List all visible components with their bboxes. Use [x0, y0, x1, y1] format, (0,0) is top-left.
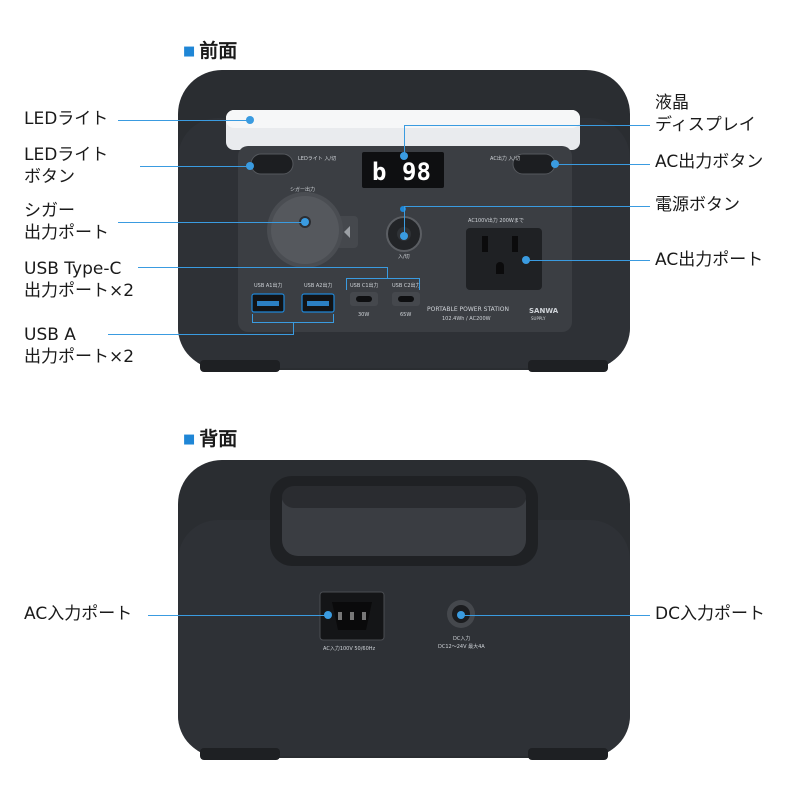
brand-logo: SANWA [529, 307, 559, 315]
brand-sub: SUPPLY [531, 316, 546, 321]
cigar-caption: シガー出力 [290, 186, 315, 193]
usb-c1-port[interactable] [356, 296, 372, 302]
usbc2-watt: 65W [400, 312, 411, 318]
led-light-button[interactable] [250, 153, 294, 175]
label-ac-output-text: AC出力ポート [655, 250, 764, 270]
label-led-button-line2: ボタン [24, 167, 75, 187]
leader-usbc-stem [387, 267, 388, 278]
label-lcd-line2: ディスプレイ [655, 115, 756, 135]
led-button-caption: LEDライト 入/切 [298, 155, 336, 162]
ac-output-socket[interactable] [466, 228, 542, 290]
leader-dot [522, 256, 530, 264]
back-title-text: 背面 [199, 428, 238, 450]
usbc2-caption: USB C2出力 [392, 282, 421, 289]
leader-usbc-bracket-left [346, 278, 347, 290]
label-usbc-line1: USB Type-C [24, 259, 122, 279]
usba2-caption: USB A2出力 [304, 282, 332, 289]
product-name: PORTABLE POWER STATION [427, 306, 509, 313]
leader-dot [457, 611, 465, 619]
label-cigar-line2: 出力ポート [24, 223, 109, 243]
leader-usba-bracket-right [333, 314, 334, 322]
leader-usbc [138, 267, 388, 268]
leader-usbc-bracket [346, 278, 420, 279]
label-led-light-text: LEDライト [24, 109, 109, 129]
label-lcd-line1: 液晶 [655, 93, 689, 113]
leader-usba-stem [293, 322, 294, 334]
label-usba: USB A 出力ポート×2 [24, 324, 134, 368]
leader-usba [108, 334, 294, 335]
power-caption: 入/切 [398, 253, 410, 260]
leader-lcd-stem [404, 125, 405, 156]
leader-usba-bracket [252, 322, 334, 323]
dc-input-caption1: DC入力 [453, 635, 470, 642]
leader-usbc-bracket-right [419, 278, 420, 290]
product-spec: 102.4Wh / AC200W [442, 316, 491, 322]
back-unit: AC入力100V 50/60Hz DC入力 DC12〜24V 最大4A [178, 460, 630, 760]
ac-rating-caption: AC100V出力 200Wまで [468, 217, 524, 224]
leader-dc-input [461, 615, 650, 616]
label-cigar-line1: シガー [24, 201, 75, 221]
ac-input-caption: AC入力100V 50/60Hz [323, 645, 376, 652]
leader-dot [400, 232, 408, 240]
label-usbc: USB Type-C 出力ポート×2 [24, 258, 134, 302]
back-section-title: ■背面 [183, 424, 237, 451]
label-usba-line2: 出力ポート×2 [24, 347, 135, 367]
label-usba-line1: USB A [24, 325, 76, 345]
label-led-button: LEDライト ボタン [24, 144, 108, 188]
leader-usba-bracket-left [252, 314, 253, 322]
label-lcd: 液晶 ディスプレイ [655, 92, 756, 136]
usbc1-watt: 30W [358, 312, 369, 318]
leader-ac-input [148, 615, 328, 616]
title-square-icon: ■ [183, 44, 196, 59]
title-square-icon: ■ [183, 432, 196, 447]
leader-dot [400, 152, 408, 160]
label-dc-input: DC入力ポート [655, 603, 765, 625]
lcd-display [362, 152, 444, 188]
leader-cigar [118, 222, 305, 223]
leader-ac-output [526, 260, 650, 261]
usbc1-caption: USB C1出力 [350, 282, 379, 289]
label-ac-button: AC出力ボタン [655, 151, 763, 173]
leader-led-button [140, 166, 250, 167]
label-power-button-text: 電源ボタン [655, 195, 740, 215]
usba1-caption: USB A1出力 [254, 282, 282, 289]
lcd-left-digit: b [372, 158, 386, 186]
front-section-title: ■前面 [183, 36, 237, 63]
label-ac-input-text: AC入力ポート [24, 604, 133, 624]
leader-power-button [404, 206, 650, 207]
label-usbc-line2: 出力ポート×2 [24, 281, 135, 301]
ac-button-caption: AC出力 入/切 [490, 155, 520, 162]
leader-dot [301, 218, 309, 226]
leader-power-stem [404, 206, 405, 236]
leader-dot [324, 611, 332, 619]
usb-c2-port[interactable] [398, 296, 414, 302]
dc-input-caption2: DC12〜24V 最大4A [438, 643, 485, 650]
leader-dot [551, 160, 559, 168]
label-led-light: LEDライト [24, 108, 108, 130]
leader-dot [246, 162, 254, 170]
label-dc-input-text: DC入力ポート [655, 604, 765, 624]
label-ac-input: AC入力ポート [24, 603, 132, 625]
front-title-text: 前面 [199, 40, 238, 62]
label-ac-button-text: AC出力ボタン [655, 152, 764, 172]
leader-ac-button [555, 164, 650, 165]
label-led-button-line1: LEDライト [24, 145, 109, 165]
label-ac-output: AC出力ポート [655, 249, 763, 271]
label-power-button: 電源ボタン [655, 194, 740, 216]
leader-lcd [404, 125, 650, 126]
label-cigar: シガー 出力ポート [24, 200, 109, 244]
leader-led-light [118, 120, 250, 121]
leader-dot [246, 116, 254, 124]
lcd-right-digits: 98 [402, 158, 431, 186]
